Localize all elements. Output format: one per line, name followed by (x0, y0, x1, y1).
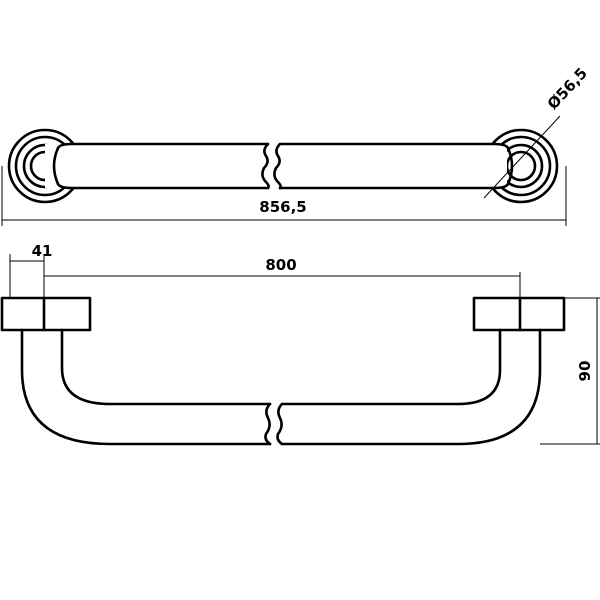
projection-dimension (540, 297, 600, 445)
bar-side-left (20, 328, 272, 446)
flange-offset-label: 41 (32, 242, 53, 260)
overall-length-dimension (1, 166, 567, 226)
diameter-leader (483, 115, 561, 199)
bar-top-left (45, 142, 271, 190)
projection-label: 90 (576, 361, 594, 382)
overall-length-label: 856,5 (259, 198, 306, 216)
right-flange-side (472, 296, 566, 332)
left-flange-side (0, 296, 92, 332)
center-distance-label: 800 (265, 256, 296, 274)
break-mark-top (261, 142, 282, 190)
side-view: 41 800 90 (0, 242, 600, 446)
flange-diameter-label: Ø56,5 (544, 64, 591, 113)
center-distance-dimension (43, 272, 521, 298)
flange-offset-dimension (9, 254, 45, 298)
bar-side-right (280, 328, 542, 446)
break-mark-side (264, 402, 284, 446)
bar-top-right (277, 142, 514, 190)
top-view: Ø56,5 856,5 (1, 64, 591, 226)
